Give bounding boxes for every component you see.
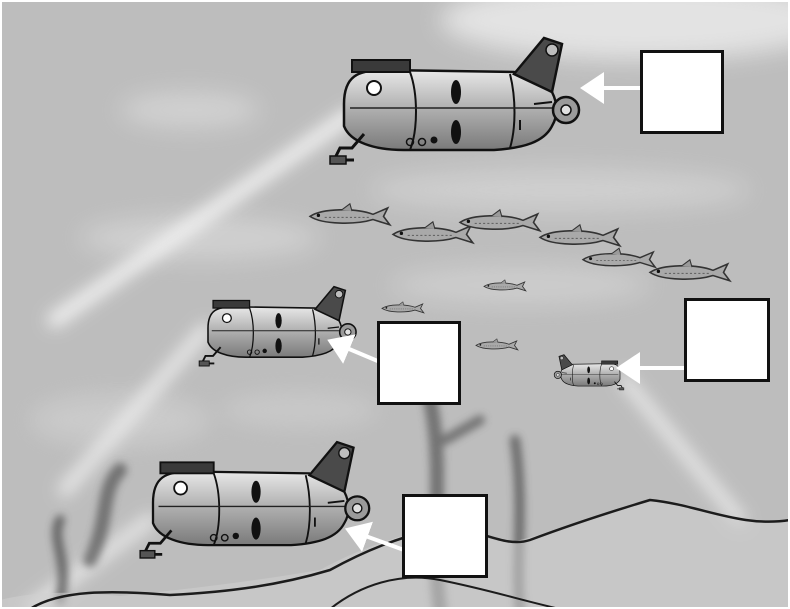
pointer-arrows <box>327 72 684 552</box>
seafloor-glow <box>0 500 790 609</box>
label-box-4[interactable] <box>402 494 488 578</box>
water-haze <box>30 0 790 446</box>
arrow-2 <box>327 334 381 364</box>
label-box-2[interactable] <box>377 321 461 405</box>
label-box-1[interactable] <box>640 50 724 134</box>
arrow-4 <box>344 521 405 552</box>
seafloor-rock <box>329 576 561 609</box>
label-box-3[interactable] <box>684 298 770 382</box>
